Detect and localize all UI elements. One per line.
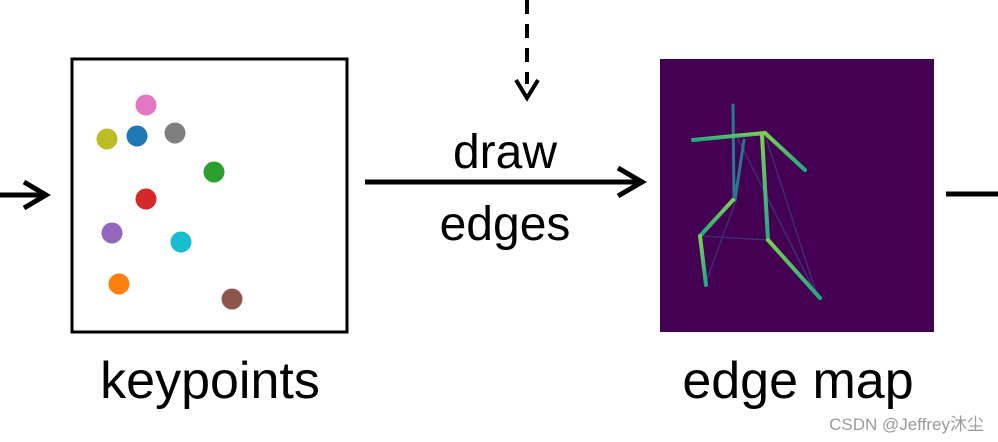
faint-edges [699, 134, 819, 299]
mid-edges [731, 103, 746, 202]
dashed-conditioning-arrow [514, 0, 540, 102]
keypoint-dot [108, 273, 130, 295]
keypoint-dot [221, 288, 243, 310]
keypoints-caption: keypoints [100, 352, 320, 410]
keypoint-dot [126, 125, 148, 147]
keypoints-panel [70, 57, 349, 334]
keypoint-dot [135, 94, 157, 116]
keypoint-dot [135, 188, 157, 210]
incoming-arrow [0, 179, 51, 211]
edge-map-caption: edge map [682, 352, 913, 410]
draw-edges-arrow [365, 165, 647, 199]
action-label-line2: edges [440, 198, 571, 251]
skeleton-edges [691, 131, 822, 300]
keypoint-dot [96, 128, 118, 150]
keypoint-dots [96, 94, 243, 310]
keypoint-dot [170, 231, 192, 253]
edge-map-background [660, 59, 934, 332]
edge-map-panel [660, 59, 934, 332]
action-label-line1: draw [453, 126, 557, 179]
keypoint-dot [101, 222, 123, 244]
keypoint-dot [164, 122, 186, 144]
keypoint-dot [203, 161, 225, 183]
watermark: CSDN @Jeffrey沐尘 [829, 415, 984, 434]
